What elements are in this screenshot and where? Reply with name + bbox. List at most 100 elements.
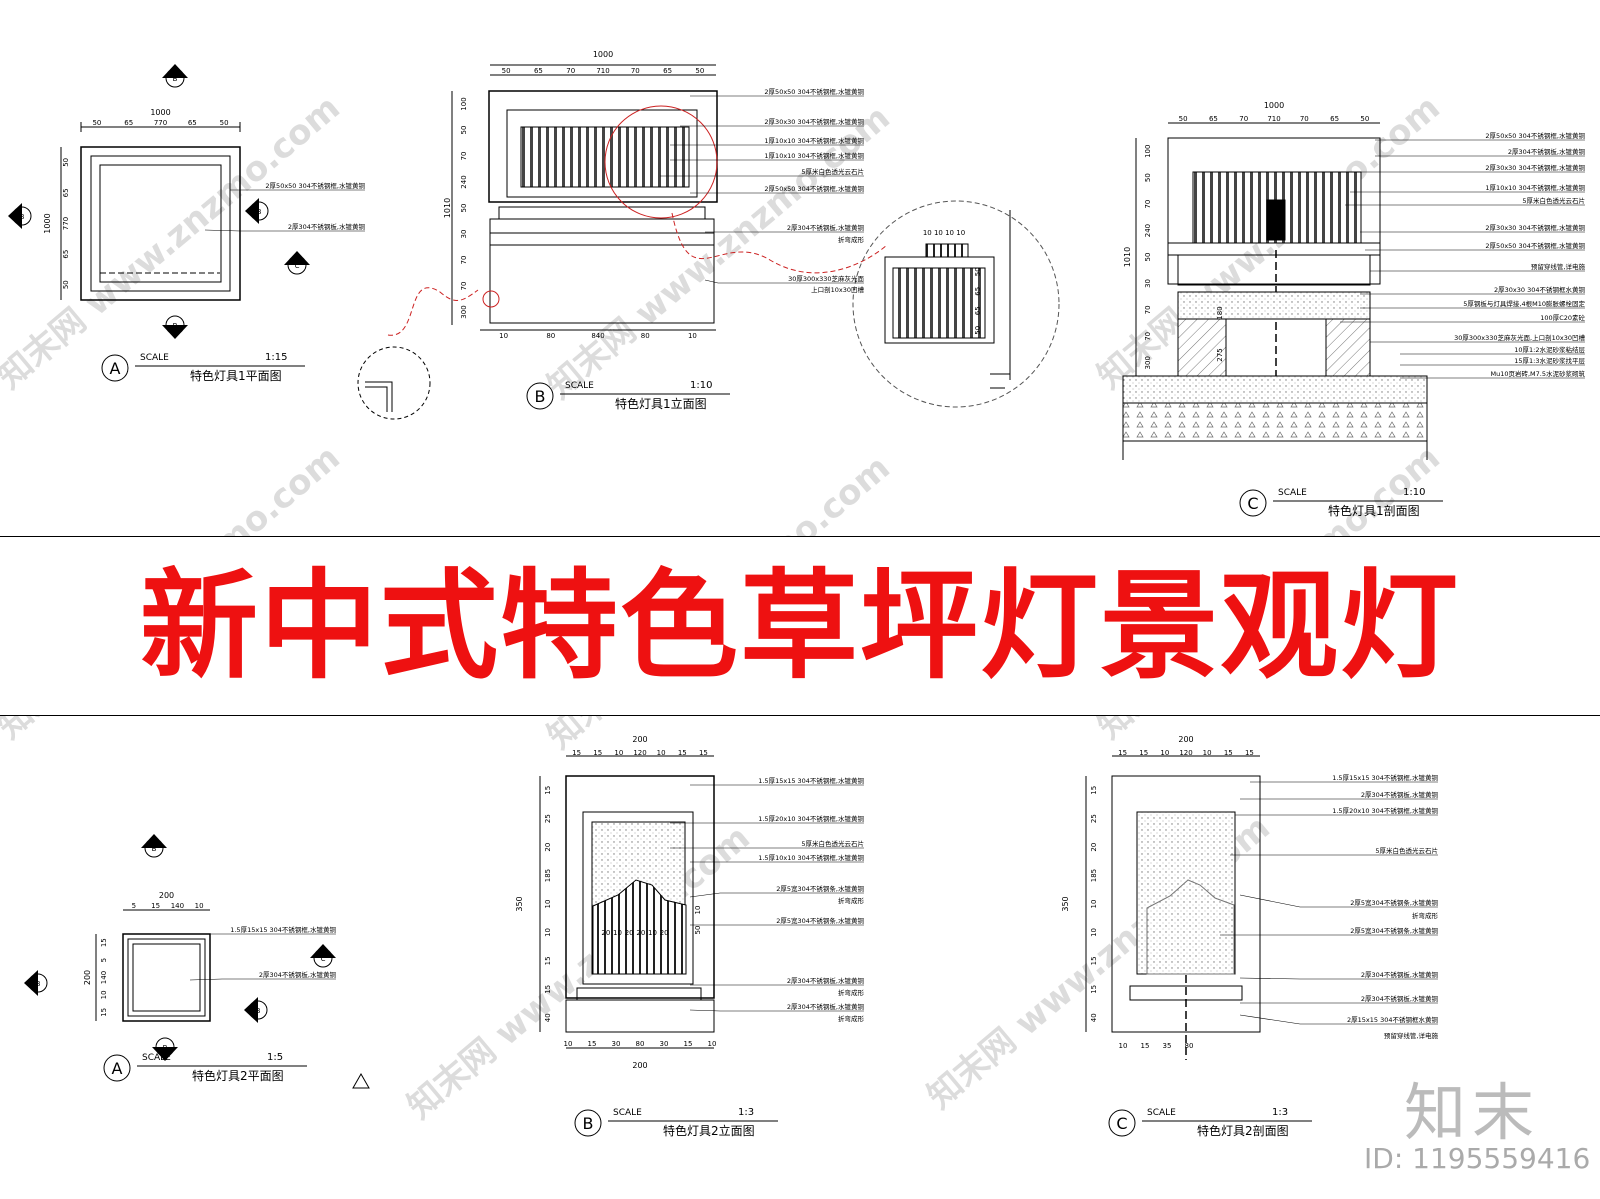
- callout-text: 1厚10x10 304不锈钢框,水镀黄铜: [764, 151, 864, 160]
- callout: 折弯成形: [838, 896, 865, 905]
- dim-part: 50: [1360, 115, 1369, 123]
- dim-part: 15: [1090, 956, 1098, 965]
- dim-part: 65: [188, 119, 197, 127]
- dim-part: 50: [62, 280, 70, 289]
- scale-word: SCALE: [565, 381, 594, 391]
- lamp1-plan-view: [60, 122, 241, 301]
- callout: 2厚15x15 304不锈钢框水黄铜: [1239, 1014, 1438, 1025]
- callout: 1厚10x10 304不锈钢框,水镀黄铜: [670, 151, 864, 161]
- dim-part: 10: [1090, 900, 1098, 909]
- dim-part: 80: [1185, 1042, 1194, 1050]
- callout: 2厚50x50 304不锈钢框,水镀黄铜: [1375, 131, 1585, 141]
- callout-text: 10厚1:2水泥砂浆粘结层: [1514, 345, 1585, 354]
- callout-text: 2厚30x30 304不锈钢框,水镀黄铜: [1485, 163, 1585, 172]
- dim-part: 15: [678, 749, 687, 757]
- callout-text: 上口剖10x30凹槽: [811, 285, 864, 294]
- callout-text: 预留穿线管,详电施: [1531, 262, 1586, 271]
- dim-part: 15: [593, 749, 602, 757]
- callout: 5厚米白色透光云石片: [670, 839, 864, 849]
- callout: 预留穿线管,详电施: [1384, 1031, 1439, 1040]
- dim-part: 50: [974, 267, 982, 276]
- dim-part: 770: [154, 119, 167, 127]
- view-title-text: 特色灯具2立面图: [663, 1123, 755, 1138]
- dim-part: 10: [544, 928, 552, 937]
- dim-part: 120: [633, 749, 646, 757]
- scale-word: SCALE: [1278, 488, 1307, 498]
- title-banner: 新中式特色草坪灯景观灯: [0, 536, 1600, 716]
- dim-part: 140: [171, 902, 184, 910]
- callout: 1.5厚15x15 304不锈钢框,水镀黄铜: [205, 925, 336, 935]
- dim-part: 65: [62, 188, 70, 197]
- dim-part: 15: [544, 956, 552, 965]
- callout-text: 2厚30x30 304不锈钢框,水镀黄铜: [764, 117, 864, 126]
- dim-part: 10: [657, 749, 666, 757]
- callout-text: 2厚304不锈钢板,水镀黄铜: [1361, 790, 1439, 799]
- dim-total: 350: [515, 896, 524, 911]
- dim-part: 10: [1119, 1042, 1128, 1050]
- callout-text: 5厚米白色透光云石片: [801, 167, 864, 176]
- dim-part: 300: [460, 305, 468, 318]
- dim-part: 15: [588, 1040, 597, 1048]
- dim-part: 10: [614, 749, 623, 757]
- lamp2-elevation-view: [539, 755, 715, 1049]
- dim-part: 80: [641, 332, 650, 340]
- callout-text: 2厚15x15 304不锈钢框水黄铜: [1347, 1015, 1438, 1024]
- dim-part: 100: [1144, 145, 1152, 158]
- callout-text: 2厚50x50 304不锈钢框,水镀黄铜: [1485, 131, 1585, 140]
- callout: 折弯成形: [838, 988, 865, 997]
- dim-total: 200: [83, 970, 92, 985]
- dim-total: 200: [1178, 735, 1193, 744]
- dim-part: 65: [124, 119, 133, 127]
- view-letter: A: [112, 1059, 123, 1078]
- callout: 100厚C20素砼: [1340, 313, 1585, 323]
- dim-part: 65: [974, 287, 982, 296]
- dim-part: 120: [1179, 749, 1192, 757]
- dim-part: 15: [1245, 749, 1254, 757]
- dim-part: 15: [151, 902, 160, 910]
- lamp2-section-view: [1085, 755, 1261, 1060]
- dim-part: 20: [625, 929, 634, 937]
- callout: 2厚5宽304不锈钢条,水镀黄铜: [1220, 926, 1438, 936]
- callout-text: 2厚5宽304不锈钢条,水镀黄铜: [776, 916, 864, 925]
- dim-part: 180: [1216, 306, 1224, 319]
- dim-part: 10: [613, 929, 622, 937]
- callout: 2厚304不锈钢板,水镀黄铜: [1239, 970, 1438, 980]
- dim-part: 240: [460, 175, 468, 188]
- dim-part: 770: [62, 217, 70, 230]
- dim-part: 70: [1239, 115, 1248, 123]
- dim-part: 70: [460, 152, 468, 161]
- dim-part: 20: [660, 929, 669, 937]
- dim-part: 65: [1330, 115, 1339, 123]
- callout: 折弯成形: [838, 1014, 865, 1023]
- dim-part: 50: [62, 158, 70, 167]
- callout-labels: 2厚50x50 304不锈钢框,水镀黄铜2厚304不锈钢板,水镀黄铜2厚50x5…: [189, 87, 1586, 1040]
- dim-part: 65: [62, 250, 70, 259]
- svg-text:B: B: [152, 845, 157, 853]
- callout-text: 折弯成形: [838, 235, 865, 244]
- dim-part: 185: [544, 869, 552, 882]
- callout-text: 折弯成形: [838, 1014, 865, 1023]
- view-title-text: 特色灯具1剖面图: [1328, 503, 1420, 518]
- dim-total: 1000: [593, 50, 613, 59]
- dim-detail: 10 10 10 10: [923, 229, 965, 237]
- callout: 2厚304不锈钢板,水镀黄铜: [1240, 790, 1439, 800]
- callout: 2厚304不锈钢板,水镀黄铜: [189, 970, 336, 981]
- callout-text: 2厚304不锈钢板,水镀黄铜: [288, 222, 366, 231]
- callout: 1厚10x10 304不锈钢框,水镀黄铜: [1350, 183, 1585, 193]
- scale-word: SCALE: [613, 1108, 642, 1118]
- callout-text: 2厚304不锈钢板,水镀黄铜: [787, 223, 865, 232]
- section-marker-a: B: [8, 203, 32, 229]
- callout-text: 2厚30x30 304不锈钢框水黄铜: [1494, 285, 1585, 294]
- dim-part: 70: [1144, 305, 1152, 314]
- dim-part: 10: [544, 900, 552, 909]
- view-letter: C: [1247, 494, 1258, 513]
- callout: 2厚5宽304不锈钢条,水镀黄铜: [1239, 894, 1438, 908]
- scale-word: SCALE: [140, 353, 169, 363]
- svg-text:B: B: [257, 208, 262, 216]
- callout: 30厚300x330芝麻灰光面,上口剖10x30凹槽: [1370, 333, 1585, 343]
- callout: 2厚304不锈钢板,水镀黄铜: [1375, 147, 1585, 157]
- svg-text:B: B: [36, 980, 41, 988]
- view-scale: 1:15: [265, 352, 287, 363]
